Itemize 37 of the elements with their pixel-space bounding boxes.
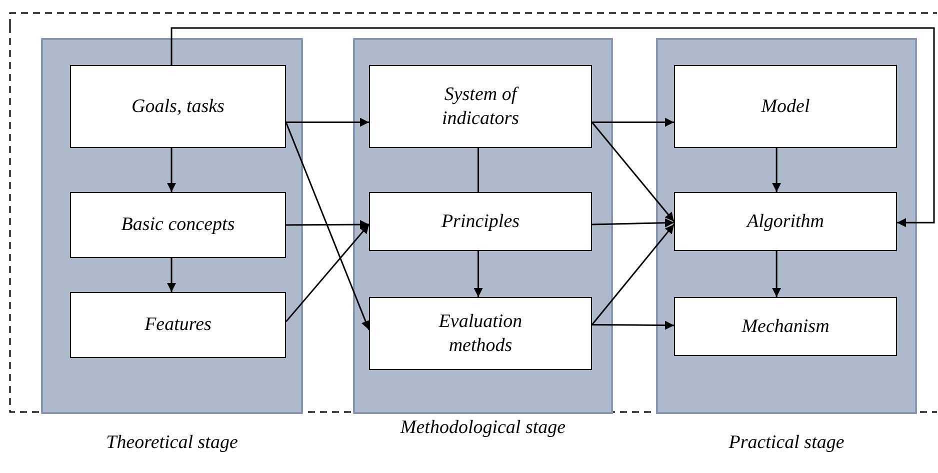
arrow <box>591 224 675 326</box>
box-label: Features <box>144 313 212 337</box>
stage-caption: Theoretical stage <box>105 431 239 455</box>
process-box <box>70 292 286 358</box>
box-label: Principles <box>440 210 521 234</box>
process-box <box>674 192 897 251</box>
arrow <box>772 251 782 297</box>
box-label: Algorithm <box>745 210 826 234</box>
process-box <box>369 65 592 148</box>
process-box <box>70 65 286 148</box>
arrow <box>285 122 370 330</box>
process-box <box>369 297 592 370</box>
arrow <box>167 258 176 292</box>
process-box <box>369 192 592 251</box>
arrow <box>286 118 369 127</box>
arrow <box>592 218 674 228</box>
arrow <box>592 320 674 330</box>
box-label: Evaluation methods <box>438 310 524 358</box>
arrow <box>592 118 674 127</box>
arrow <box>772 148 782 192</box>
box-label: Mechanism <box>740 314 830 338</box>
stage-caption: Practical stage <box>728 431 846 455</box>
box-label: Model <box>760 94 811 118</box>
arrow <box>167 148 176 192</box>
process-box <box>70 192 286 258</box>
arrow <box>591 122 675 222</box>
connector-line <box>478 148 480 192</box>
arrow <box>170 27 935 228</box>
process-box <box>674 297 897 356</box>
arrow <box>474 251 483 297</box>
stage-caption: Methodological stage <box>399 416 567 440</box>
box-label: System of indicators <box>440 82 520 130</box>
arrow <box>286 220 369 229</box>
arrow <box>285 224 370 322</box>
box-label: Basic concepts <box>120 213 236 237</box>
box-label: Goals, tasks <box>130 94 226 118</box>
process-box <box>674 65 897 148</box>
